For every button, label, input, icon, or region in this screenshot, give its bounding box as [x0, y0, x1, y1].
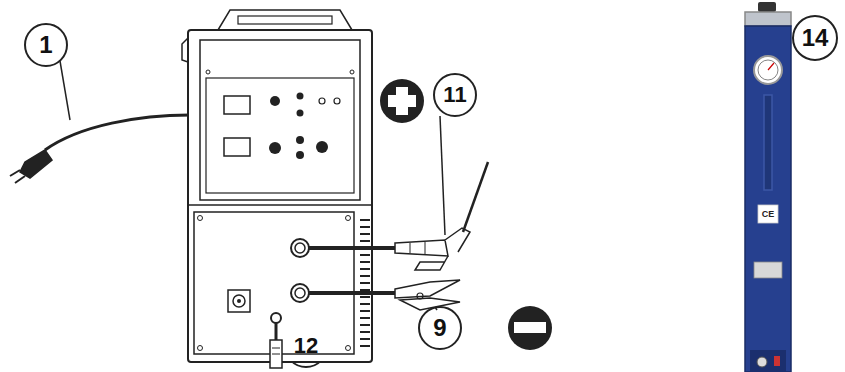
callout-number: 11	[443, 84, 466, 106]
ce-mark: CE	[762, 210, 775, 219]
callout-number: 1	[39, 33, 52, 57]
callout-circle	[434, 74, 476, 116]
callout-circle	[419, 307, 461, 349]
callout-number: 12	[294, 335, 318, 357]
callout-circle	[793, 16, 837, 60]
callout-number: 9	[433, 316, 446, 340]
callout-circle	[25, 24, 67, 66]
callout-number: 14	[802, 26, 829, 50]
